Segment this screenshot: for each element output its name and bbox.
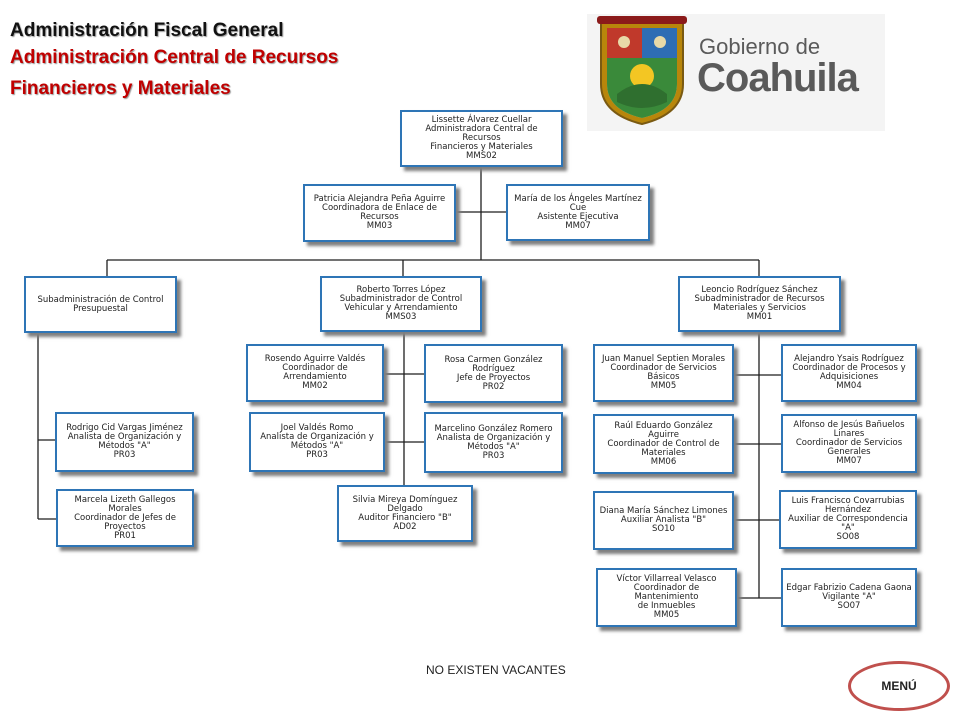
org-box-text: Joel Valdés Romo Analista de Organizació… xyxy=(260,423,374,460)
org-box-text: María de los Ángeles Martínez Cue Asiste… xyxy=(514,193,642,231)
coahuila-logo: Gobierno de Coahuila xyxy=(587,14,885,131)
org-box-text: Marcela Lizeth Gallegos Morales Coordina… xyxy=(74,494,176,541)
org-box-subadministrador-recursos-materiales: Leoncio Rodríguez Sánchez Subadministrad… xyxy=(678,276,841,332)
org-box-text: Juan Manuel Septien Morales Coordinador … xyxy=(601,354,726,391)
header-title-1: Administración Fiscal General xyxy=(10,20,284,41)
org-box-text: Raúl Eduardo González Aguirre Coordinado… xyxy=(607,420,720,467)
org-box-auditor-financiero: Silvia Mireya Domínguez Delgado Auditor … xyxy=(337,485,473,542)
logo-text-gobierno: Gobierno de xyxy=(699,34,821,59)
org-box-text: Subadministración de Control Presupuesta… xyxy=(37,294,164,314)
org-box-coordinador-mantenimiento: Víctor Villarreal Velasco Coordinador de… xyxy=(596,568,737,627)
org-box-auxiliar-analista: Diana María Sánchez Limones Auxiliar Ana… xyxy=(593,491,734,550)
org-box-text: Patricia Alejandra Peña Aguirre Coordina… xyxy=(313,194,446,231)
org-box-text: Alfonso de Jesús Bañuelos Linares Coordi… xyxy=(793,420,905,466)
org-box-subadministrador-control-vehicular: Roberto Torres López Subadministrador de… xyxy=(320,276,482,332)
org-box-administradora-central: Lissette Álvarez Cuellar Administradora … xyxy=(400,110,563,167)
coat-of-arms-icon xyxy=(597,16,687,126)
org-box-text: Silvia Mireya Domínguez Delgado Auditor … xyxy=(352,494,458,532)
org-box-text: Rosa Carmen González Rodríguez Jefe de P… xyxy=(444,354,543,392)
org-box-jefe-proyectos: Rosa Carmen González Rodríguez Jefe de P… xyxy=(424,344,563,403)
org-box-analista-gonzalez-romero: Marcelino González Romero Analista de Or… xyxy=(424,412,563,473)
menu-button[interactable]: MENÚ xyxy=(848,661,950,711)
org-box-text: Marcelino González Romero Analista de Or… xyxy=(434,423,553,461)
org-box-text: Edgar Fabrizio Cadena Gaona Vigilante "A… xyxy=(786,583,912,611)
org-box-text: Alejandro Ysais Rodríguez Coordinador de… xyxy=(792,354,906,391)
org-box-asistente-ejecutiva: María de los Ángeles Martínez Cue Asiste… xyxy=(506,184,650,241)
org-box-coordinadora-enlace: Patricia Alejandra Peña Aguirre Coordina… xyxy=(303,184,456,242)
org-box-vigilante: Edgar Fabrizio Cadena Gaona Vigilante "A… xyxy=(781,568,917,627)
org-box-auxiliar-correspondencia: Luis Francisco Covarrubias Hernández Aux… xyxy=(779,490,917,549)
org-box-text: Víctor Villarreal Velasco Coordinador de… xyxy=(616,574,717,620)
org-box-text: Leoncio Rodríguez Sánchez Subadministrad… xyxy=(694,285,825,322)
header-title-3: Financieros y Materiales xyxy=(10,78,231,99)
org-box-text: Diana María Sánchez Limones Auxiliar Ana… xyxy=(599,506,728,534)
org-box-coordinador-servicios-generales: Alfonso de Jesús Bañuelos Linares Coordi… xyxy=(781,414,917,473)
vacancies-note: NO EXISTEN VACANTES xyxy=(426,663,566,677)
org-box-coordinador-procesos-adquisiciones: Alejandro Ysais Rodríguez Coordinador de… xyxy=(781,344,917,402)
org-box-subadministracion-control-presupuestal: Subadministración de Control Presupuesta… xyxy=(24,276,177,333)
logo-text-coahuila: Coahuila xyxy=(697,56,859,100)
org-box-coordinador-servicios-basicos: Juan Manuel Septien Morales Coordinador … xyxy=(593,344,734,402)
org-box-analista-valdes-romo: Joel Valdés Romo Analista de Organizació… xyxy=(249,412,385,472)
org-box-text: Rodrigo Cid Vargas Jiménez Analista de O… xyxy=(66,423,183,460)
org-box-text: Roberto Torres López Subadministrador de… xyxy=(339,285,463,322)
org-box-analista-cid-vargas: Rodrigo Cid Vargas Jiménez Analista de O… xyxy=(55,412,194,472)
org-box-text: Rosendo Aguirre Valdés Coordinador de Ar… xyxy=(264,354,366,391)
org-box-text: Lissette Álvarez Cuellar Administradora … xyxy=(425,115,538,161)
org-box-text: Luis Francisco Covarrubias Hernández Aux… xyxy=(788,496,908,542)
org-box-coordinador-control-materiales: Raúl Eduardo González Aguirre Coordinado… xyxy=(593,414,734,474)
org-box-coordinador-arrendamiento: Rosendo Aguirre Valdés Coordinador de Ar… xyxy=(246,344,384,402)
menu-button-label: MENÚ xyxy=(881,679,917,693)
header-title-2: Administración Central de Recursos xyxy=(10,47,339,68)
org-box-coordinador-gallegos: Marcela Lizeth Gallegos Morales Coordina… xyxy=(56,489,194,547)
